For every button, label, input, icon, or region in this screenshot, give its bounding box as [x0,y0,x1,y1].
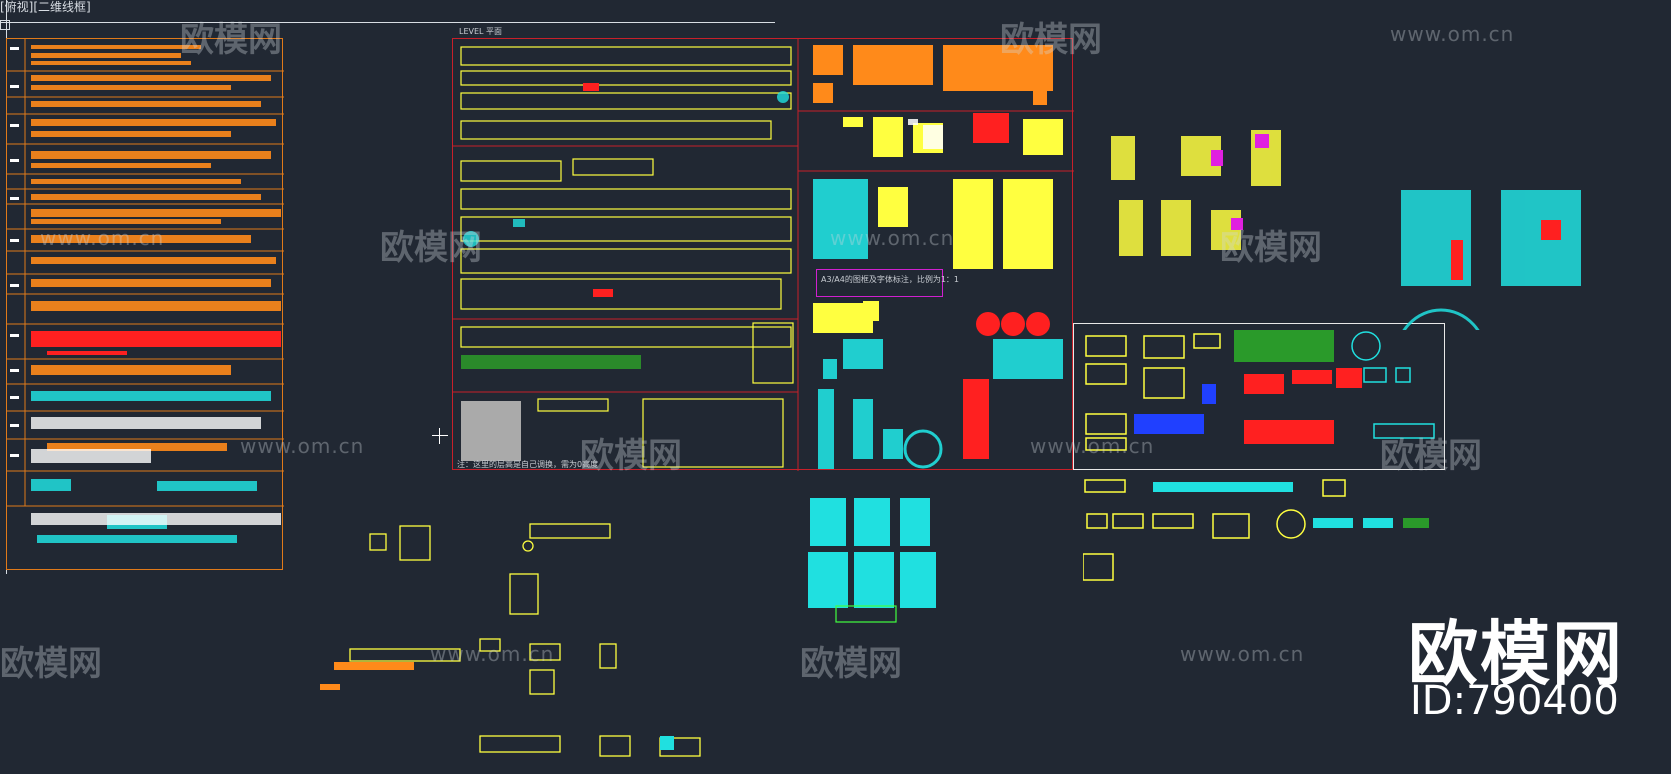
watermark-1: 欧模网 [180,20,282,60]
watermark-2: 欧模网 [1000,20,1102,60]
auditorium-seating [808,498,936,623]
lower-right-blocks [1083,479,1429,581]
watermark-url-2: www.om.cn [40,226,165,250]
center-sheet-blocks [453,39,1074,471]
left-table-blocks [7,39,284,543]
watermark-url-1: www.om.cn [1390,22,1515,46]
watermark-5: 欧模网 [580,436,682,476]
ucs-icon [0,20,10,30]
brand-id: ID:790400 [1410,678,1619,724]
center-block-sheet-frame: LEVEL 平面 [452,27,1074,471]
level-label: LEVEL 平面 [459,27,503,36]
sofa-group-frame [1073,323,1445,470]
watermark-url-7: www.om.cn [1180,642,1305,666]
watermark-4: 欧模网 [1220,228,1322,268]
crosshair-cursor-icon [432,428,448,444]
watermark-6: 欧模网 [1380,436,1482,476]
watermark-url-4: www.om.cn [240,434,365,458]
watermark-url-5: www.om.cn [1030,434,1155,458]
watermark-3: 欧模网 [380,228,482,268]
a3-title-box [816,269,943,297]
watermark-url-6: www.om.cn [430,642,555,666]
watermark-7: 欧模网 [0,644,102,684]
a3-frame-note: A3/A4的图框及字体标注，比例为1：1 [821,275,959,284]
sofa-group-blocks [1085,330,1435,451]
crosshair-top-line [0,22,775,23]
left-block-table-frame [6,38,284,570]
viewport-label[interactable]: [俯视][二维线框] [0,0,91,14]
watermark-8: 欧模网 [800,644,902,684]
watermark-url-3: www.om.cn [830,226,955,250]
level-height-note: 注：这里的层高是自己调换，需为0高度 [457,460,599,469]
upper-right-plans [1111,130,1581,330]
brand-logo-text: 欧模网 [1408,613,1624,695]
lower-center-blocks [320,523,701,757]
